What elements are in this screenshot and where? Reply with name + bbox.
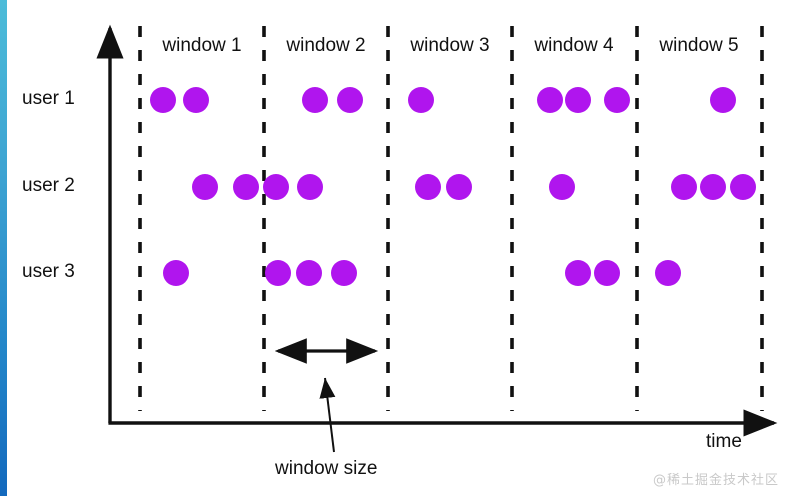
window-label-1: window 1 — [162, 35, 242, 56]
window-size-pointer-arrow — [319, 377, 336, 453]
event-dot-user1-7 — [565, 87, 591, 113]
event-dot-user1-9 — [710, 87, 736, 113]
event-dot-user3-5 — [565, 260, 591, 286]
watermark: @稀土掘金技术社区 — [652, 473, 779, 488]
event-dot-user3-4 — [331, 260, 357, 286]
event-dot-user3-6 — [594, 260, 620, 286]
event-dot-user1-1 — [150, 87, 176, 113]
event-dot-user1-8 — [604, 87, 630, 113]
event-dot-user2-9 — [700, 174, 726, 200]
event-dot-user1-2 — [183, 87, 209, 113]
event-dot-user3-2 — [265, 260, 291, 286]
window-size-annotation-group — [274, 338, 379, 453]
user-row-label-2: user 2 — [22, 175, 75, 196]
event-dot-user1-4 — [337, 87, 363, 113]
window-label-4: window 4 — [534, 35, 614, 56]
event-dot-user2-4 — [297, 174, 323, 200]
axes-group — [96, 24, 778, 437]
x-axis-label: time — [706, 431, 742, 452]
event-dot-user3-7 — [655, 260, 681, 286]
window-label-3: window 3 — [410, 35, 490, 56]
event-dots-group — [150, 87, 756, 286]
event-dot-user2-2 — [233, 174, 259, 200]
event-dot-user1-5 — [408, 87, 434, 113]
left-accent-bar — [0, 0, 7, 496]
event-dot-user2-8 — [671, 174, 697, 200]
window-label-2: window 2 — [286, 35, 366, 56]
window-size-label: window size — [275, 458, 378, 479]
event-dot-user2-1 — [192, 174, 218, 200]
user-row-label-3: user 3 — [22, 261, 75, 282]
event-dot-user2-5 — [415, 174, 441, 200]
event-dot-user2-7 — [549, 174, 575, 200]
event-dot-user2-10 — [730, 174, 756, 200]
event-dot-user1-3 — [302, 87, 328, 113]
window-boundaries-group — [138, 26, 764, 411]
event-dot-user3-3 — [296, 260, 322, 286]
event-dot-user1-6 — [537, 87, 563, 113]
event-dot-user3-1 — [163, 260, 189, 286]
event-dot-user2-6 — [446, 174, 472, 200]
user-row-label-1: user 1 — [22, 88, 75, 109]
window-label-5: window 5 — [659, 35, 739, 56]
event-dot-user2-3 — [263, 174, 289, 200]
